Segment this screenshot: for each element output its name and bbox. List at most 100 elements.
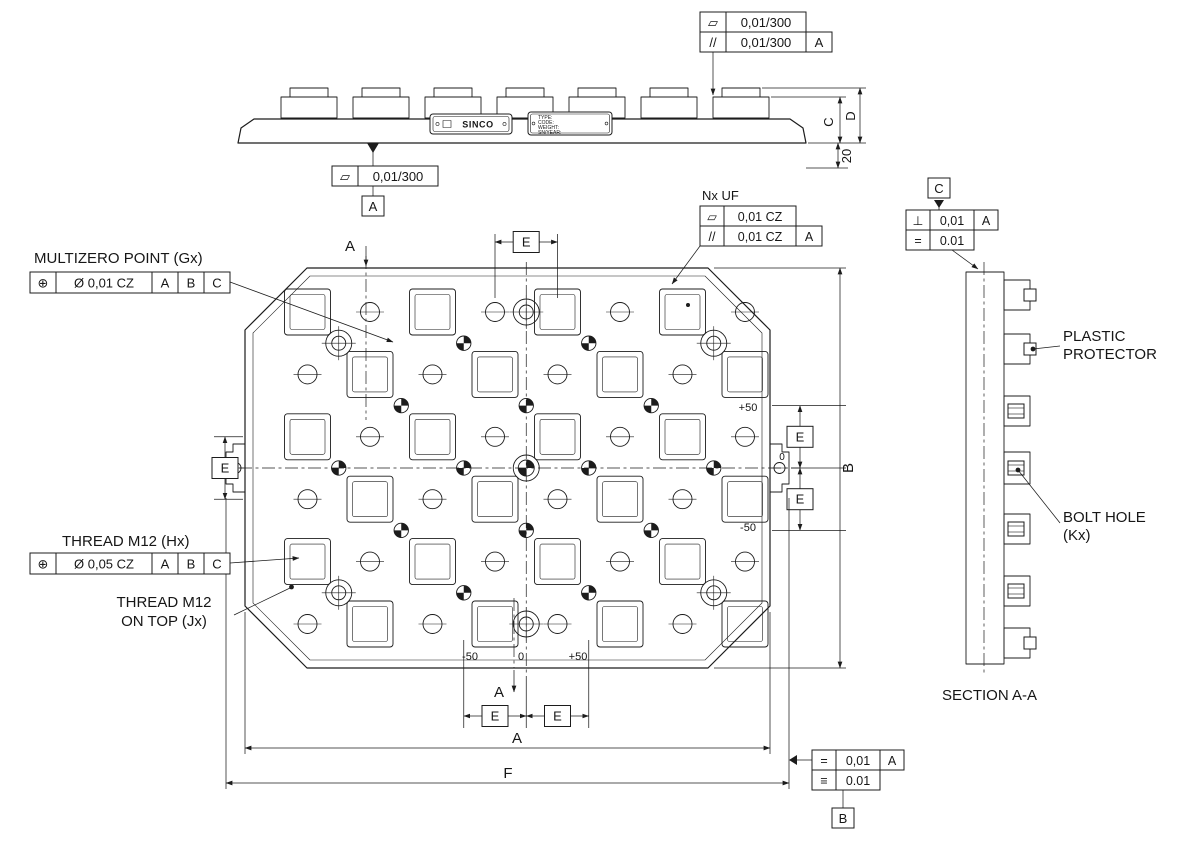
dim-f: F: [225, 498, 790, 789]
pallet-pocket: [409, 288, 456, 336]
base-plate-profile: [237, 118, 807, 144]
coord-minus50: -50: [740, 522, 756, 534]
plan-view: A A E E: [29, 188, 905, 829]
nameplate-line: CODE:: [538, 120, 554, 126]
position-icon: ⊕: [38, 276, 49, 291]
tolerance-value: Ø 0,05 CZ: [74, 557, 134, 572]
symmetry-icon: =: [820, 754, 827, 768]
datum-ref: C: [212, 276, 221, 291]
datum-ref: B: [187, 557, 196, 572]
dim-b: B: [714, 267, 857, 669]
pallet-pocket: [346, 475, 394, 523]
pallet-pocket: [659, 538, 706, 586]
flatness-value: 0,01/300: [741, 15, 792, 30]
thread-j-label: THREAD M12: [116, 594, 211, 611]
datum-b-label: B: [839, 811, 848, 826]
flatness-icon: ▱: [708, 15, 718, 30]
coord-plus50: +50: [569, 651, 588, 663]
pallet-pocket: [284, 413, 331, 461]
flatness-icon: ▱: [340, 169, 350, 184]
section-title: SECTION A-A: [942, 687, 1037, 704]
dim-b-label: B: [840, 463, 857, 473]
parallelism-value: 0,01/300: [741, 35, 792, 50]
flatness-value: 0,01/300: [373, 169, 424, 184]
datum-ref: A: [888, 754, 897, 768]
datum-triangle: [789, 755, 797, 765]
callout-nx-uf: Nx UF ▱ 0,01 CZ // 0,01 CZ A: [671, 188, 823, 285]
dim-20: 20: [839, 149, 854, 163]
pallet-bosses: [280, 87, 770, 119]
callout-bolt-hole: BOLT HOLE (Kx): [1015, 467, 1146, 544]
tolerance-value: Ø 0,01 CZ: [74, 276, 134, 291]
bolt-label: BOLT HOLE: [1063, 509, 1146, 526]
section-letter: A: [494, 684, 504, 701]
dim-e: E: [796, 492, 805, 507]
datum-ref: A: [982, 214, 991, 228]
position-icon: ⊕: [38, 557, 49, 572]
pallet-pocket: [721, 475, 769, 523]
pallet-boss: [280, 96, 338, 119]
datum-ref: A: [805, 230, 814, 244]
pallet-pocket: [721, 350, 769, 398]
pallet-pocket: [346, 600, 394, 648]
parallelism-value: 0,01 CZ: [738, 230, 783, 244]
datum-ref: A: [161, 276, 170, 291]
callout-thread-h: THREAD M12 (Hx) ⊕ Ø 0,05 CZ A B C: [29, 533, 300, 575]
callout-datum-c: C ⊥ 0,01 A = 0.01: [905, 177, 999, 270]
section-marker-top: A: [345, 238, 369, 420]
bolt-holes: [1007, 403, 1025, 599]
right-tab: [770, 443, 790, 493]
coordinate-labels: -50 0 +50 +50 0 -50: [462, 402, 785, 663]
dim-c: C: [821, 117, 836, 126]
datum-a-label: A: [369, 199, 378, 214]
dim-a: A: [244, 612, 771, 754]
plate-outline: [244, 267, 771, 669]
fcf-top-flatness-parallelism: ▱ 0,01/300 // 0,01/300 A: [699, 11, 833, 96]
symmetry-icon: =: [914, 234, 921, 248]
pallet-pocket: [284, 538, 331, 586]
dim-e-bottom: E E: [463, 640, 590, 728]
dim-e: E: [522, 235, 531, 250]
plastic-label: PROTECTOR: [1063, 346, 1157, 363]
section-marker-bottom: A: [494, 598, 517, 701]
dim-e: E: [221, 461, 230, 476]
pallet-pocket: [659, 288, 706, 336]
pallet-pocket: [471, 350, 519, 398]
symmetry-icon: ≡: [820, 774, 827, 788]
pallet-pocket: [596, 600, 644, 648]
flatness-icon: ▱: [707, 210, 717, 224]
pallet-pocket: [284, 288, 331, 336]
pallet-pocket: [409, 538, 456, 586]
nx-uf-label: Nx UF: [702, 188, 739, 203]
dim-e-left: E: [211, 436, 243, 500]
datum-ref: A: [815, 35, 824, 50]
dim-e: E: [553, 709, 562, 724]
parallelism-icon: //: [709, 35, 717, 50]
nameplate-line: SN/YEAR:: [538, 130, 561, 136]
logo-text: SINCO: [462, 120, 494, 130]
fcf-bottom-flatness: ▱ 0,01/300 A: [331, 143, 439, 217]
nameplate-line: TYPE:: [538, 115, 552, 121]
plate-inner-edge: [252, 275, 763, 661]
multizero-center: [512, 454, 540, 482]
pallet-boss: [712, 96, 770, 119]
pallet-pocket: [596, 475, 644, 523]
pallet-pocket: [659, 413, 706, 461]
pallet-boss: [352, 96, 410, 119]
section-body: [965, 271, 1005, 665]
coord-plus50: +50: [739, 402, 758, 414]
dim-a-label: A: [512, 730, 522, 747]
coord-zero: 0: [779, 452, 785, 463]
type-nameplate: TYPE: CODE: WEIGHT: SN/YEAR:: [527, 111, 613, 136]
perpendicularity-icon: ⊥: [913, 214, 924, 228]
nameplate-line: WEIGHT:: [538, 125, 559, 131]
pallet-pocket: [471, 475, 519, 523]
tolerance-value: 0.01: [846, 774, 870, 788]
coord-zero: 0: [518, 651, 524, 663]
callout-thread-j: THREAD M12 ON TOP (Jx): [116, 584, 294, 630]
datum-triangle: [367, 143, 379, 153]
tolerance-value: 0,01: [940, 214, 964, 228]
datum-c-label: C: [934, 181, 943, 196]
plastic-label: PLASTIC: [1063, 328, 1126, 345]
